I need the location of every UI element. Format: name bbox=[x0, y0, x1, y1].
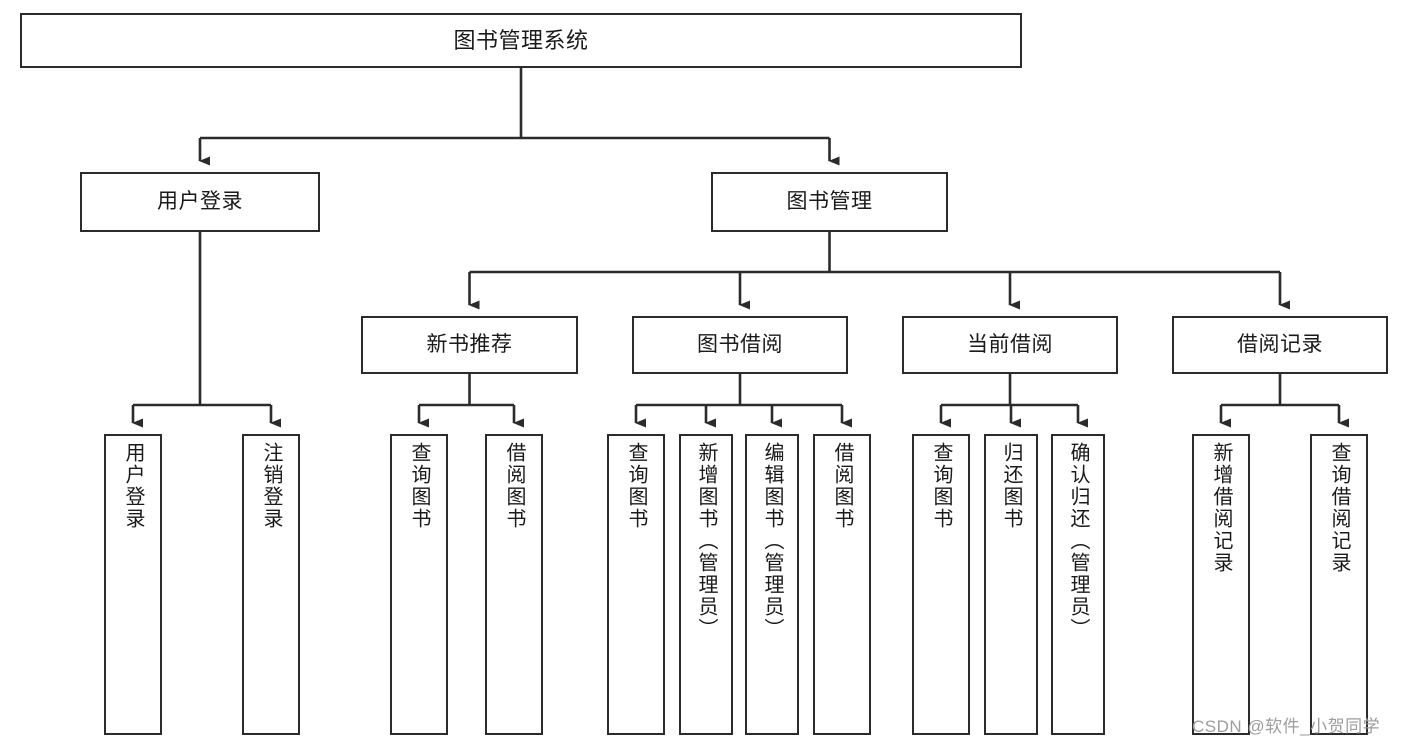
node-l1[interactable]: 用户登录 bbox=[104, 434, 162, 735]
node-l12[interactable]: 新增借阅记录 bbox=[1192, 434, 1250, 735]
node-label: 编辑图书（管理员） bbox=[761, 442, 783, 640]
watermark-text: CSDN @软件_小贺同学 bbox=[1192, 717, 1381, 736]
node-l3[interactable]: 查询图书 bbox=[390, 434, 448, 735]
node-label: 借阅图书 bbox=[503, 442, 525, 530]
node-label: 新增图书（管理员） bbox=[695, 442, 717, 640]
node-label: 归还图书 bbox=[1000, 442, 1022, 530]
node-label: 确认归还（管理员） bbox=[1067, 442, 1089, 640]
node-n6[interactable]: 借阅记录 bbox=[1172, 316, 1388, 374]
node-l11[interactable]: 确认归还（管理员） bbox=[1051, 434, 1105, 735]
node-n2[interactable]: 图书管理 bbox=[711, 172, 948, 232]
node-label: 查询图书 bbox=[408, 442, 430, 530]
node-l4[interactable]: 借阅图书 bbox=[485, 434, 543, 735]
node-l2[interactable]: 注销登录 bbox=[242, 434, 300, 735]
node-l5[interactable]: 查询图书 bbox=[607, 434, 665, 735]
node-label: 图书管理 bbox=[786, 189, 873, 213]
node-l6[interactable]: 新增图书（管理员） bbox=[679, 434, 733, 735]
node-label: 查询借阅记录 bbox=[1328, 442, 1350, 574]
node-l8[interactable]: 借阅图书 bbox=[813, 434, 871, 735]
node-n3[interactable]: 新书推荐 bbox=[361, 316, 578, 374]
node-label: 用户登录 bbox=[122, 442, 144, 530]
node-label: 查询图书 bbox=[625, 442, 647, 530]
node-label: 借阅记录 bbox=[1237, 332, 1323, 356]
node-label: 新增借阅记录 bbox=[1210, 442, 1232, 574]
node-l9[interactable]: 查询图书 bbox=[912, 434, 970, 735]
node-label: 借阅图书 bbox=[831, 442, 853, 530]
node-l10[interactable]: 归还图书 bbox=[984, 434, 1038, 735]
node-l7[interactable]: 编辑图书（管理员） bbox=[745, 434, 799, 735]
node-label: 当前借阅 bbox=[967, 332, 1053, 356]
node-label: 图书借阅 bbox=[697, 332, 783, 356]
node-label: 用户登录 bbox=[157, 189, 243, 213]
node-n1[interactable]: 用户登录 bbox=[80, 172, 320, 232]
node-label: 新书推荐 bbox=[426, 332, 513, 356]
node-l13[interactable]: 查询借阅记录 bbox=[1310, 434, 1368, 735]
node-label: 图书管理系统 bbox=[453, 27, 589, 53]
node-label: 注销登录 bbox=[260, 442, 282, 530]
node-n0[interactable]: 图书管理系统 bbox=[20, 13, 1022, 68]
node-label: 查询图书 bbox=[930, 442, 952, 530]
node-n4[interactable]: 图书借阅 bbox=[632, 316, 848, 374]
node-n5[interactable]: 当前借阅 bbox=[902, 316, 1118, 374]
